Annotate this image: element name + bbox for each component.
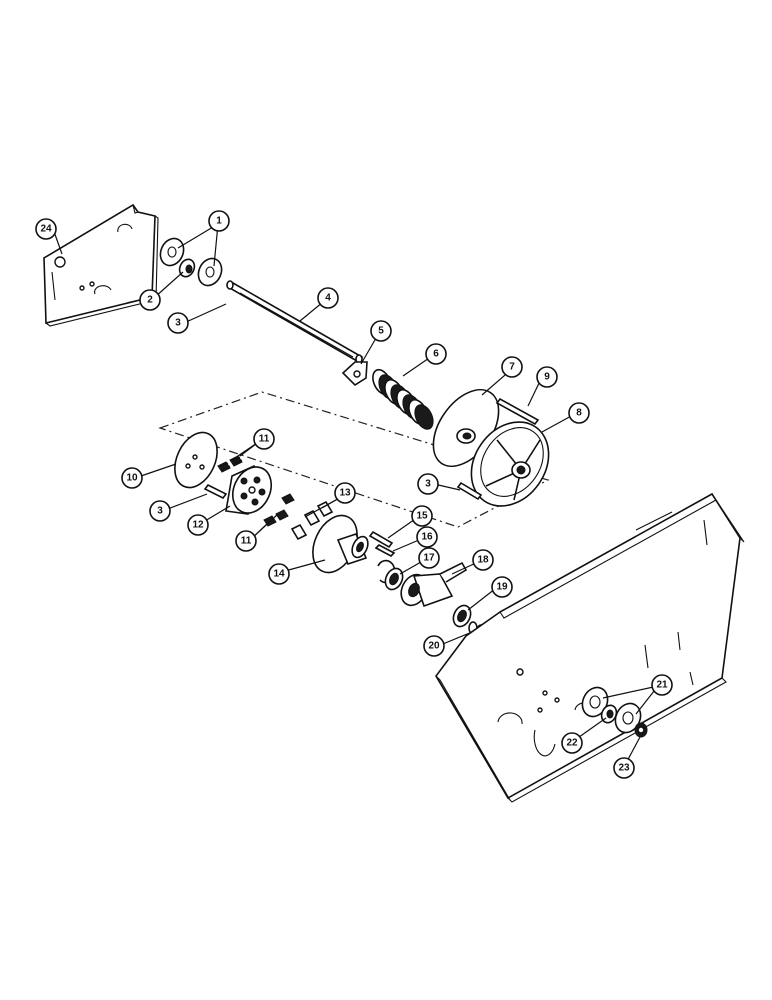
svg-text:11: 11 — [241, 536, 252, 547]
callout-12: 12 — [187, 514, 209, 536]
pulley-part-8 — [470, 421, 550, 507]
svg-text:20: 20 — [428, 641, 440, 652]
callout-5: 5 — [370, 320, 392, 342]
callout-3-left: 3 — [149, 500, 171, 522]
svg-text:19: 19 — [496, 582, 508, 593]
bearing-part-2 — [178, 258, 196, 278]
callout-3-right: 3 — [417, 473, 439, 495]
callout-18: 18 — [472, 549, 494, 571]
callout-24: 24 — [35, 218, 57, 240]
bearing-flange-part-21 — [581, 686, 642, 734]
svg-text:16: 16 — [421, 532, 433, 543]
callout-19: 19 — [491, 576, 513, 598]
callout-8: 8 — [568, 402, 590, 424]
shaft-part-4 — [226, 280, 364, 364]
small-spring-part-11-upper — [217, 455, 243, 473]
svg-text:13: 13 — [339, 488, 351, 499]
svg-text:9: 9 — [544, 372, 550, 383]
svg-text:7: 7 — [509, 362, 515, 373]
callout-10: 10 — [121, 467, 143, 489]
callout-13: 13 — [334, 482, 356, 504]
svg-text:3: 3 — [157, 506, 163, 517]
svg-text:24: 24 — [40, 224, 52, 235]
svg-text:3: 3 — [425, 479, 431, 490]
mounting-plate-part-24 — [43, 203, 159, 327]
pin-part-3-left — [203, 483, 228, 500]
hub-part-12 — [225, 464, 273, 515]
svg-text:10: 10 — [126, 473, 138, 484]
svg-text:14: 14 — [273, 569, 285, 580]
callout-3-upper: 3 — [167, 312, 189, 334]
pin-part-15 — [368, 530, 394, 549]
bearing-flange-part-1 — [159, 237, 223, 287]
callout-22: 22 — [561, 732, 583, 754]
retaining-clip-part-5 — [341, 361, 368, 387]
callout-4: 4 — [317, 287, 339, 309]
svg-text:1: 1 — [216, 216, 222, 227]
callout-1: 1 — [208, 210, 230, 232]
assembly-boundary-dashed — [158, 391, 550, 528]
callout-2: 2 — [139, 289, 161, 311]
svg-text:15: 15 — [416, 511, 428, 522]
svg-text:11: 11 — [259, 434, 270, 445]
callout-20: 20 — [423, 635, 445, 657]
svg-text:21: 21 — [656, 680, 668, 691]
callout-11-upper: 11 — [253, 428, 275, 450]
svg-text:6: 6 — [433, 349, 439, 360]
cam-part-18 — [400, 561, 468, 608]
flange-disc-part-10 — [174, 431, 218, 489]
svg-text:5: 5 — [378, 326, 384, 337]
callout-11-lower: 11 — [235, 530, 257, 552]
svg-text:18: 18 — [477, 555, 489, 566]
svg-text:12: 12 — [192, 520, 204, 531]
flanged-hub-part-14 — [312, 514, 369, 574]
callout-23: 23 — [613, 757, 635, 779]
pin-part-16 — [374, 544, 396, 557]
callout-15: 15 — [411, 505, 433, 527]
callout-7: 7 — [501, 356, 523, 378]
svg-text:17: 17 — [423, 553, 435, 564]
svg-text:3: 3 — [175, 318, 181, 329]
svg-text:23: 23 — [618, 763, 630, 774]
key-part-9 — [495, 397, 540, 426]
collar-part-23 — [634, 722, 648, 738]
svg-text:8: 8 — [576, 408, 582, 419]
side-panel — [435, 492, 745, 803]
spring-part-6 — [372, 368, 434, 430]
callout-21: 21 — [651, 674, 673, 696]
svg-text:22: 22 — [566, 738, 578, 749]
callout-6: 6 — [425, 343, 447, 365]
pin-part-3-lower-right — [456, 481, 483, 501]
svg-text:2: 2 — [147, 295, 153, 306]
svg-text:4: 4 — [325, 293, 331, 304]
callout-17: 17 — [418, 547, 440, 569]
callout-16: 16 — [416, 526, 438, 548]
callout-9: 9 — [536, 366, 558, 388]
callout-14: 14 — [268, 563, 290, 585]
washer-part-17 — [384, 567, 404, 591]
bearing-ring-part-19 — [452, 604, 472, 628]
